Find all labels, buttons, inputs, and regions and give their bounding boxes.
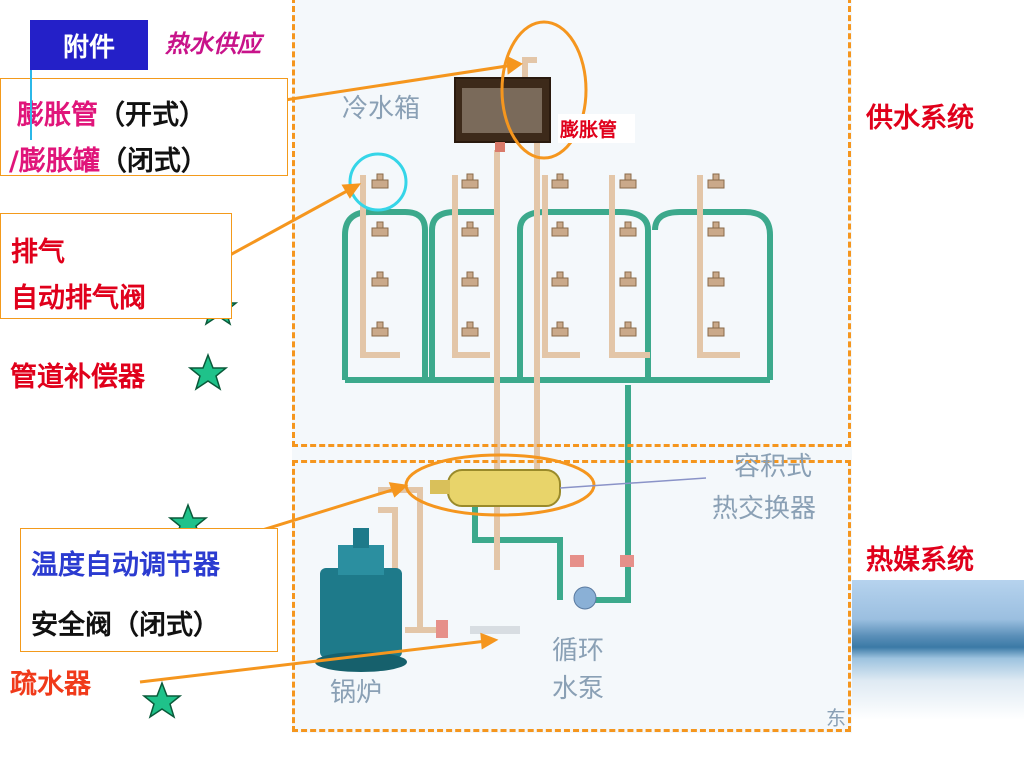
faucet-icon — [461, 173, 479, 189]
cold-water-tank-label: 冷水箱 — [342, 94, 421, 124]
faucet-icon — [551, 173, 569, 189]
green-pipe-loop — [342, 209, 428, 380]
faucet-icon — [619, 173, 637, 189]
supply-system-label: 供水系统 — [866, 103, 974, 134]
circulation-pump-icon — [570, 555, 634, 610]
green-pipe-exchanger — [472, 505, 563, 600]
arrow-expansion — [271, 62, 521, 104]
faucet-icon — [371, 321, 389, 337]
regulator-box: 温度自动调节器 安全阀（闭式） — [20, 528, 278, 652]
arrow-head — [341, 183, 362, 199]
pipe-compensator-label: 管道补偿器 — [10, 362, 145, 393]
temp-regulator-label: 温度自动调节器 — [31, 550, 220, 581]
steam-trap-label: 疏水器 — [10, 669, 91, 700]
arrow-trap — [139, 638, 496, 684]
corner-label: 东 — [826, 706, 846, 730]
faucet-icon — [707, 271, 725, 287]
green-pipe-loop — [517, 209, 651, 380]
expansion-pipe-suffix: （开式） — [98, 100, 206, 131]
slide-title: 热水供应 — [165, 29, 261, 58]
pump-label-2: 水泵 — [552, 674, 605, 704]
supply-system-frame — [292, 0, 851, 447]
heat-exchanger-label-2: 热交换器 — [712, 494, 817, 524]
boiler-icon — [315, 528, 407, 672]
arrow-head — [480, 632, 499, 650]
faucet-icon — [551, 321, 569, 337]
vent-highlight — [348, 152, 408, 212]
faucet-icon — [461, 321, 479, 337]
faucet-icon — [619, 271, 637, 287]
star-icon — [141, 680, 183, 719]
faucet-icon — [619, 221, 637, 237]
heat-system-label: 热媒系统 — [866, 545, 974, 576]
star-icon — [187, 352, 229, 391]
expansion-box: 膨胀管（开式） /膨胀罐（闭式） — [0, 78, 288, 177]
faucet-icon — [551, 271, 569, 287]
expansion-highlight — [500, 20, 588, 160]
exchanger-annotation-line — [559, 477, 707, 489]
boiler-label: 锅炉 — [330, 678, 383, 708]
faucet-icon — [707, 221, 725, 237]
faucet-icon — [371, 221, 389, 237]
attachment-tab: 附件 — [30, 20, 148, 70]
auto-vent-valve-label: 自动排气阀 — [11, 283, 146, 314]
supply-branch — [697, 175, 740, 358]
faucet-icon — [461, 271, 479, 287]
heat-exchanger-label: 容积式 — [734, 452, 813, 482]
supply-branch — [360, 175, 400, 358]
faucet-icon — [551, 221, 569, 237]
expansion-pipe-callout: 膨胀管 — [558, 114, 636, 143]
faucet-icon — [371, 173, 389, 189]
landscape-image — [852, 580, 1024, 720]
faucet-icon — [707, 173, 725, 189]
faucet-icon — [461, 221, 479, 237]
pump-label: 循环 — [552, 636, 605, 666]
heat-medium-system-frame — [292, 460, 851, 732]
arrow-head — [388, 482, 409, 498]
expansion-tank-suffix: （闭式） — [99, 146, 208, 177]
supply-branch — [542, 175, 580, 358]
exhaust-box: 排气 自动排气阀 — [0, 213, 232, 319]
exhaust-label: 排气 — [11, 237, 65, 268]
supply-branch — [609, 175, 650, 358]
green-pipe-loop — [652, 209, 773, 380]
supply-branch — [452, 175, 490, 358]
expansion-tank-label: /膨胀罐 — [9, 146, 100, 177]
safety-valve-label: 安全阀（闭式） — [31, 610, 220, 641]
faucet-icon — [707, 321, 725, 337]
faucet-icon — [371, 271, 389, 287]
faucet-icon — [619, 321, 637, 337]
arrow-head — [506, 55, 523, 75]
accent-line — [30, 70, 32, 140]
steam-trap-icon — [436, 620, 520, 638]
